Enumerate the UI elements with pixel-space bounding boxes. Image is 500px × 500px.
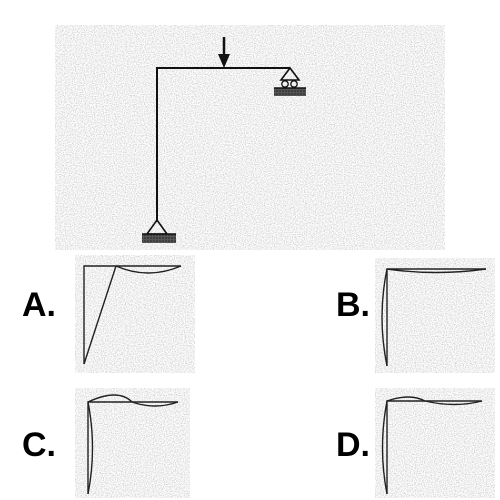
option-b[interactable]: B. — [336, 268, 487, 367]
option-d[interactable]: D. — [336, 396, 483, 495]
option-a-diagram — [83, 265, 182, 365]
roller-support — [274, 66, 306, 96]
option-d-label: D. — [336, 426, 370, 464]
paper-texture — [55, 25, 495, 498]
option-c[interactable]: C. — [22, 394, 179, 495]
option-b-label: B. — [336, 286, 370, 324]
point-load-arrow — [218, 37, 230, 68]
frame-structure — [142, 37, 306, 243]
option-c-diagram — [87, 394, 179, 495]
option-d-diagram — [381, 396, 483, 495]
option-c-label: C. — [22, 426, 56, 464]
option-b-diagram — [381, 268, 487, 367]
pin-support — [142, 218, 176, 243]
option-a[interactable]: A. — [22, 265, 182, 365]
option-a-label: A. — [22, 286, 56, 324]
